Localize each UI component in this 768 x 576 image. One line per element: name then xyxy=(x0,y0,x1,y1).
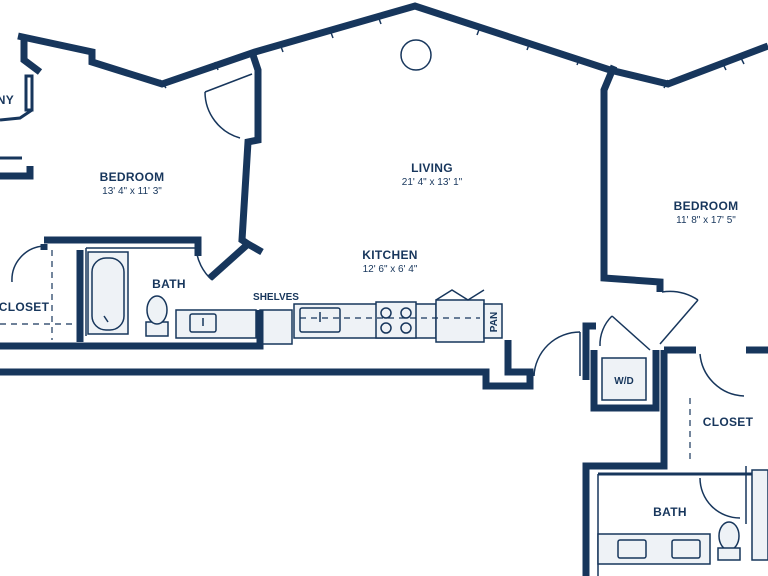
closet-left-label: CLOSET xyxy=(0,300,50,314)
bath-right-door-arc xyxy=(699,477,741,519)
toilet-right xyxy=(717,521,741,561)
vanity-right xyxy=(597,533,711,565)
living-size: 21' 4" x 13' 1" xyxy=(402,177,463,188)
left-edge-walls xyxy=(0,156,34,180)
window-markers xyxy=(159,15,745,89)
toilet-left xyxy=(145,295,169,337)
kitchen-size: 12' 6" x 6' 4" xyxy=(363,264,418,275)
closet-right-walls xyxy=(582,346,768,576)
closet-right-label: CLOSET xyxy=(703,415,754,429)
bath-left-label: BATH xyxy=(152,277,186,291)
balcony-area xyxy=(0,38,43,122)
kitchen-name: KITCHEN xyxy=(362,248,417,262)
bedroom-left-name: BEDROOM xyxy=(100,170,165,184)
washer-dryer-closet xyxy=(590,350,660,412)
shelves-unit xyxy=(259,309,293,345)
bedroom-right-size: 11' 8" x 17' 5" xyxy=(676,215,736,226)
exterior-wall-top xyxy=(17,2,768,88)
shower-right xyxy=(751,469,768,561)
bedroom-right-walls xyxy=(582,64,699,380)
washer-dryer-label: W/D xyxy=(614,376,633,387)
interior-wall-south xyxy=(0,310,534,390)
vanity-left xyxy=(175,309,257,339)
bathtub xyxy=(87,251,129,335)
bedroom-left-size: 13' 4" x 11' 3" xyxy=(102,186,162,197)
hall-door xyxy=(533,331,581,377)
shelves-label: SHELVES xyxy=(253,292,299,303)
balcony-label: ONY xyxy=(0,93,14,107)
pantry-label: PAN xyxy=(489,312,500,332)
bath-left-walls xyxy=(40,236,202,342)
kitchen-counter xyxy=(293,289,503,343)
column-icon xyxy=(400,39,432,71)
closet-door-arc xyxy=(11,245,45,283)
bath-right-label: BATH xyxy=(653,505,687,519)
bedroom-right-name: BEDROOM xyxy=(674,199,739,213)
bedroom-living-partition xyxy=(195,50,264,281)
living-name: LIVING xyxy=(411,161,453,175)
